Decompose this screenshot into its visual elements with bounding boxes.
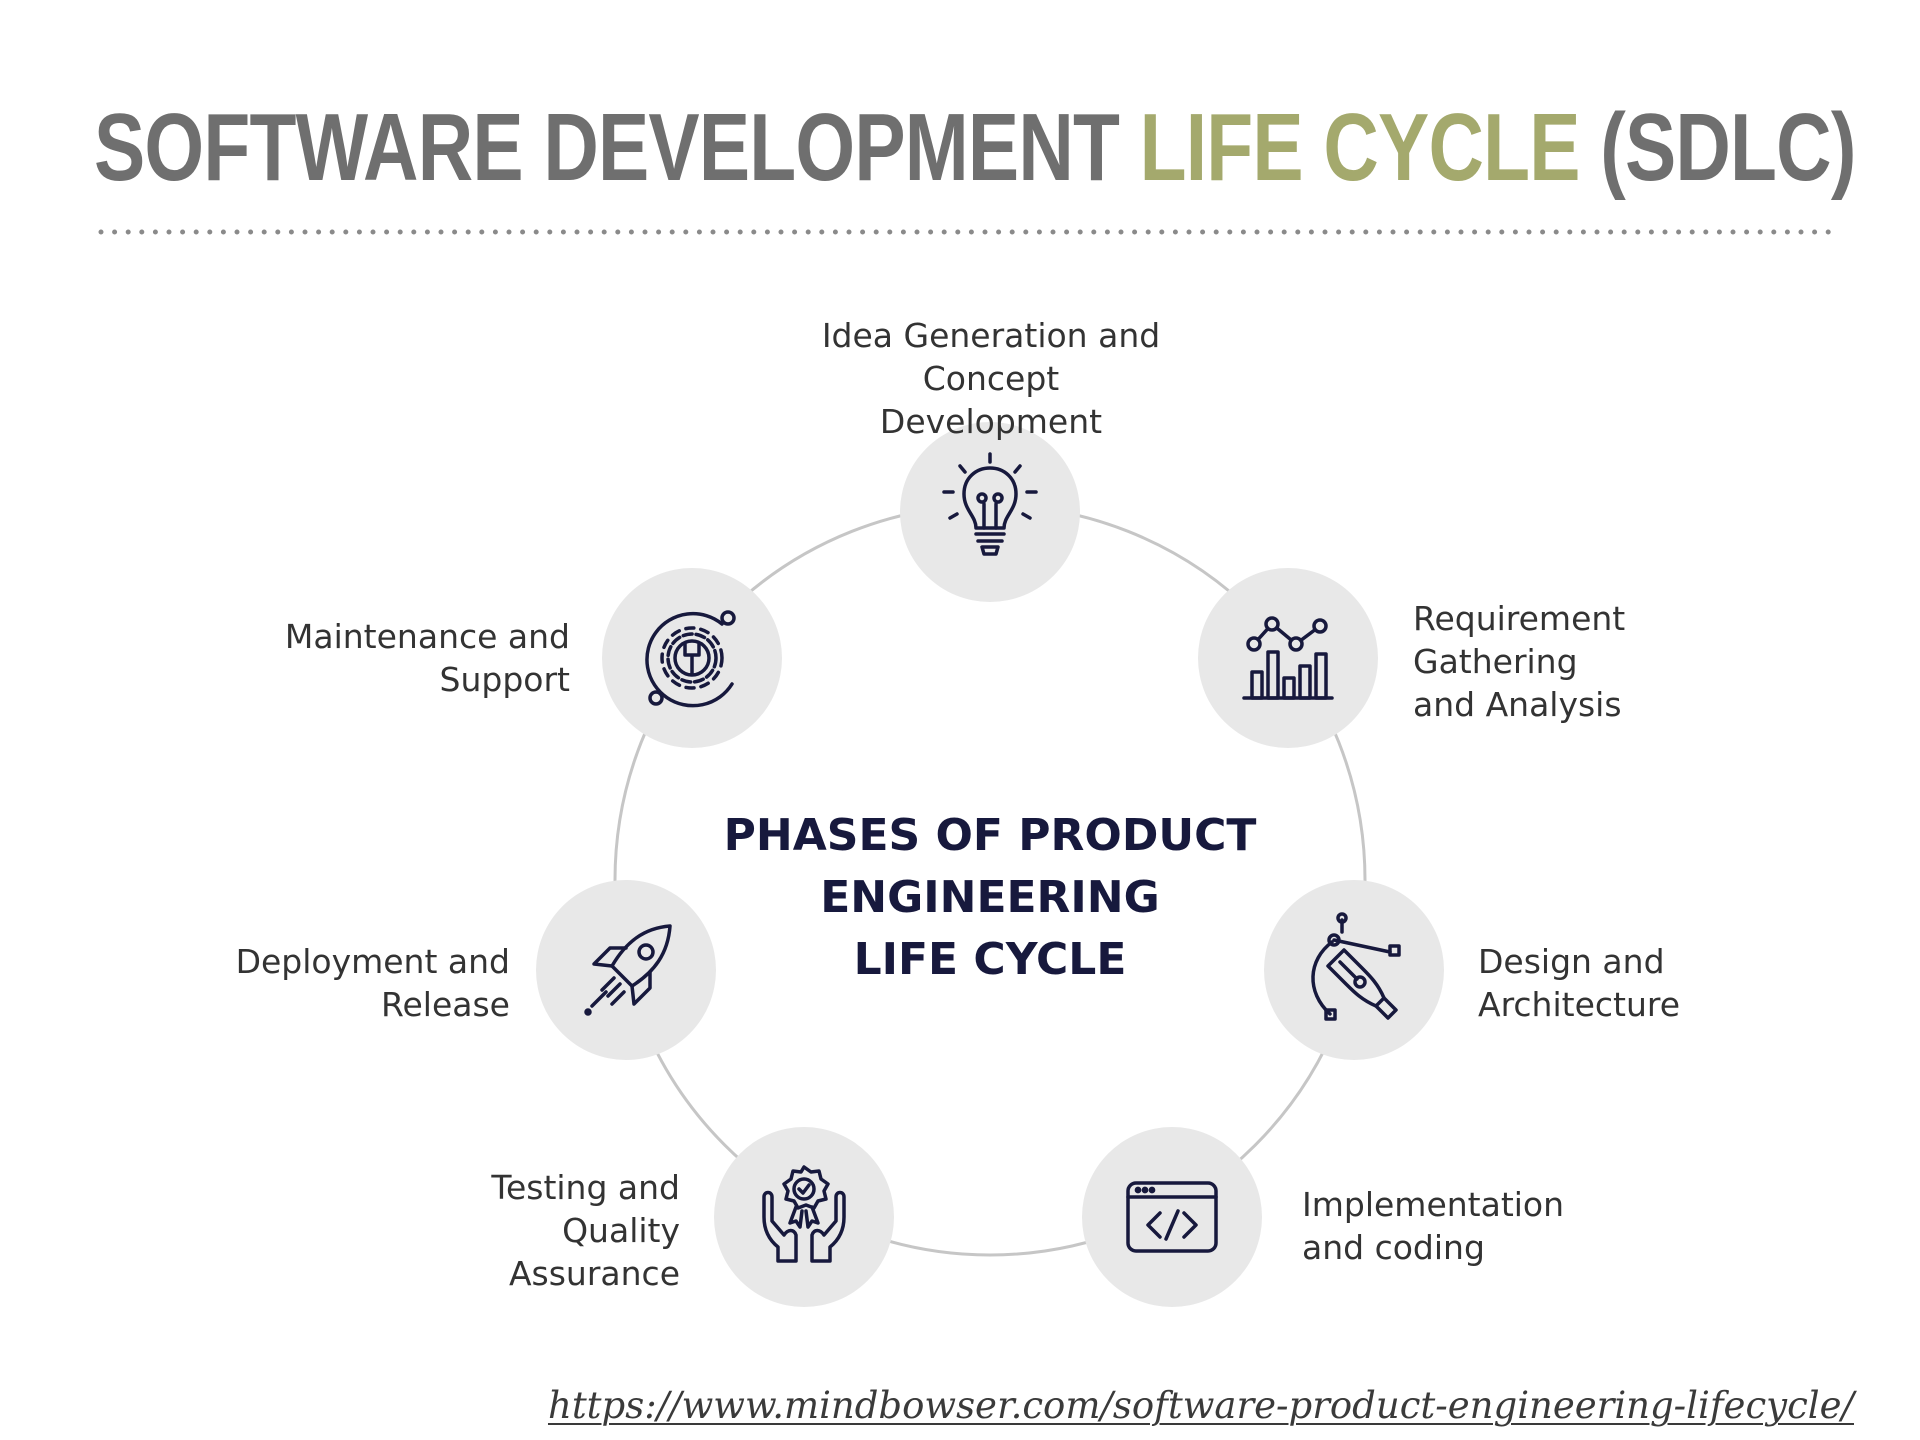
phase-node-deployment (536, 880, 716, 1060)
phase-label-requirements: Requirement Gathering and Analysis (1413, 599, 1626, 724)
title-part-accent: LIFE CYCLE (1139, 94, 1581, 201)
pen-tool-icon (1311, 912, 1401, 1021)
rocket-icon (584, 924, 672, 1016)
phase-label-design: Design and Architecture (1478, 942, 1681, 1024)
phase-label-implementation: Implementation and coding (1302, 1185, 1565, 1267)
phase-circle (1264, 880, 1444, 1060)
title-part-main: SOFTWARE DEVELOPMENT (94, 94, 1140, 201)
source-link[interactable]: https://www.mindbowser.com/software-prod… (547, 1384, 1854, 1427)
diagram-center-title: PHASES OF PRODUCT ENGINEERING LIFE CYCLE (723, 810, 1257, 985)
page-title: SOFTWARE DEVELOPMENT LIFE CYCLE (SDLC) (94, 92, 1856, 204)
phase-node-maintenance (602, 568, 782, 748)
phase-circle (900, 422, 1080, 602)
phase-circle (1198, 568, 1378, 748)
phase-label-testing: Testing and Quality Assurance (491, 1168, 680, 1293)
dotted-divider (98, 229, 1840, 235)
bar-chart-icon (1242, 616, 1334, 700)
phase-node-idea (900, 422, 1080, 602)
phase-circle (536, 880, 716, 1060)
phase-label-deployment: Deployment and Release (235, 942, 510, 1024)
phase-node-design (1264, 880, 1444, 1060)
phase-node-testing (714, 1127, 894, 1307)
gear-wrench-icon (645, 610, 736, 708)
phase-node-implementation (1082, 1127, 1262, 1307)
phase-circle (714, 1127, 894, 1307)
phase-label-idea: Idea Generation and Concept Development (821, 316, 1161, 441)
hands-badge-icon (762, 1165, 846, 1263)
lightbulb-icon (942, 452, 1038, 556)
phase-label-maintenance: Maintenance and Support (284, 617, 570, 699)
phase-circle (1082, 1127, 1262, 1307)
title-part-acronym: (SDLC) (1579, 94, 1856, 201)
code-window-icon (1126, 1181, 1218, 1253)
phase-node-requirements (1198, 568, 1378, 748)
